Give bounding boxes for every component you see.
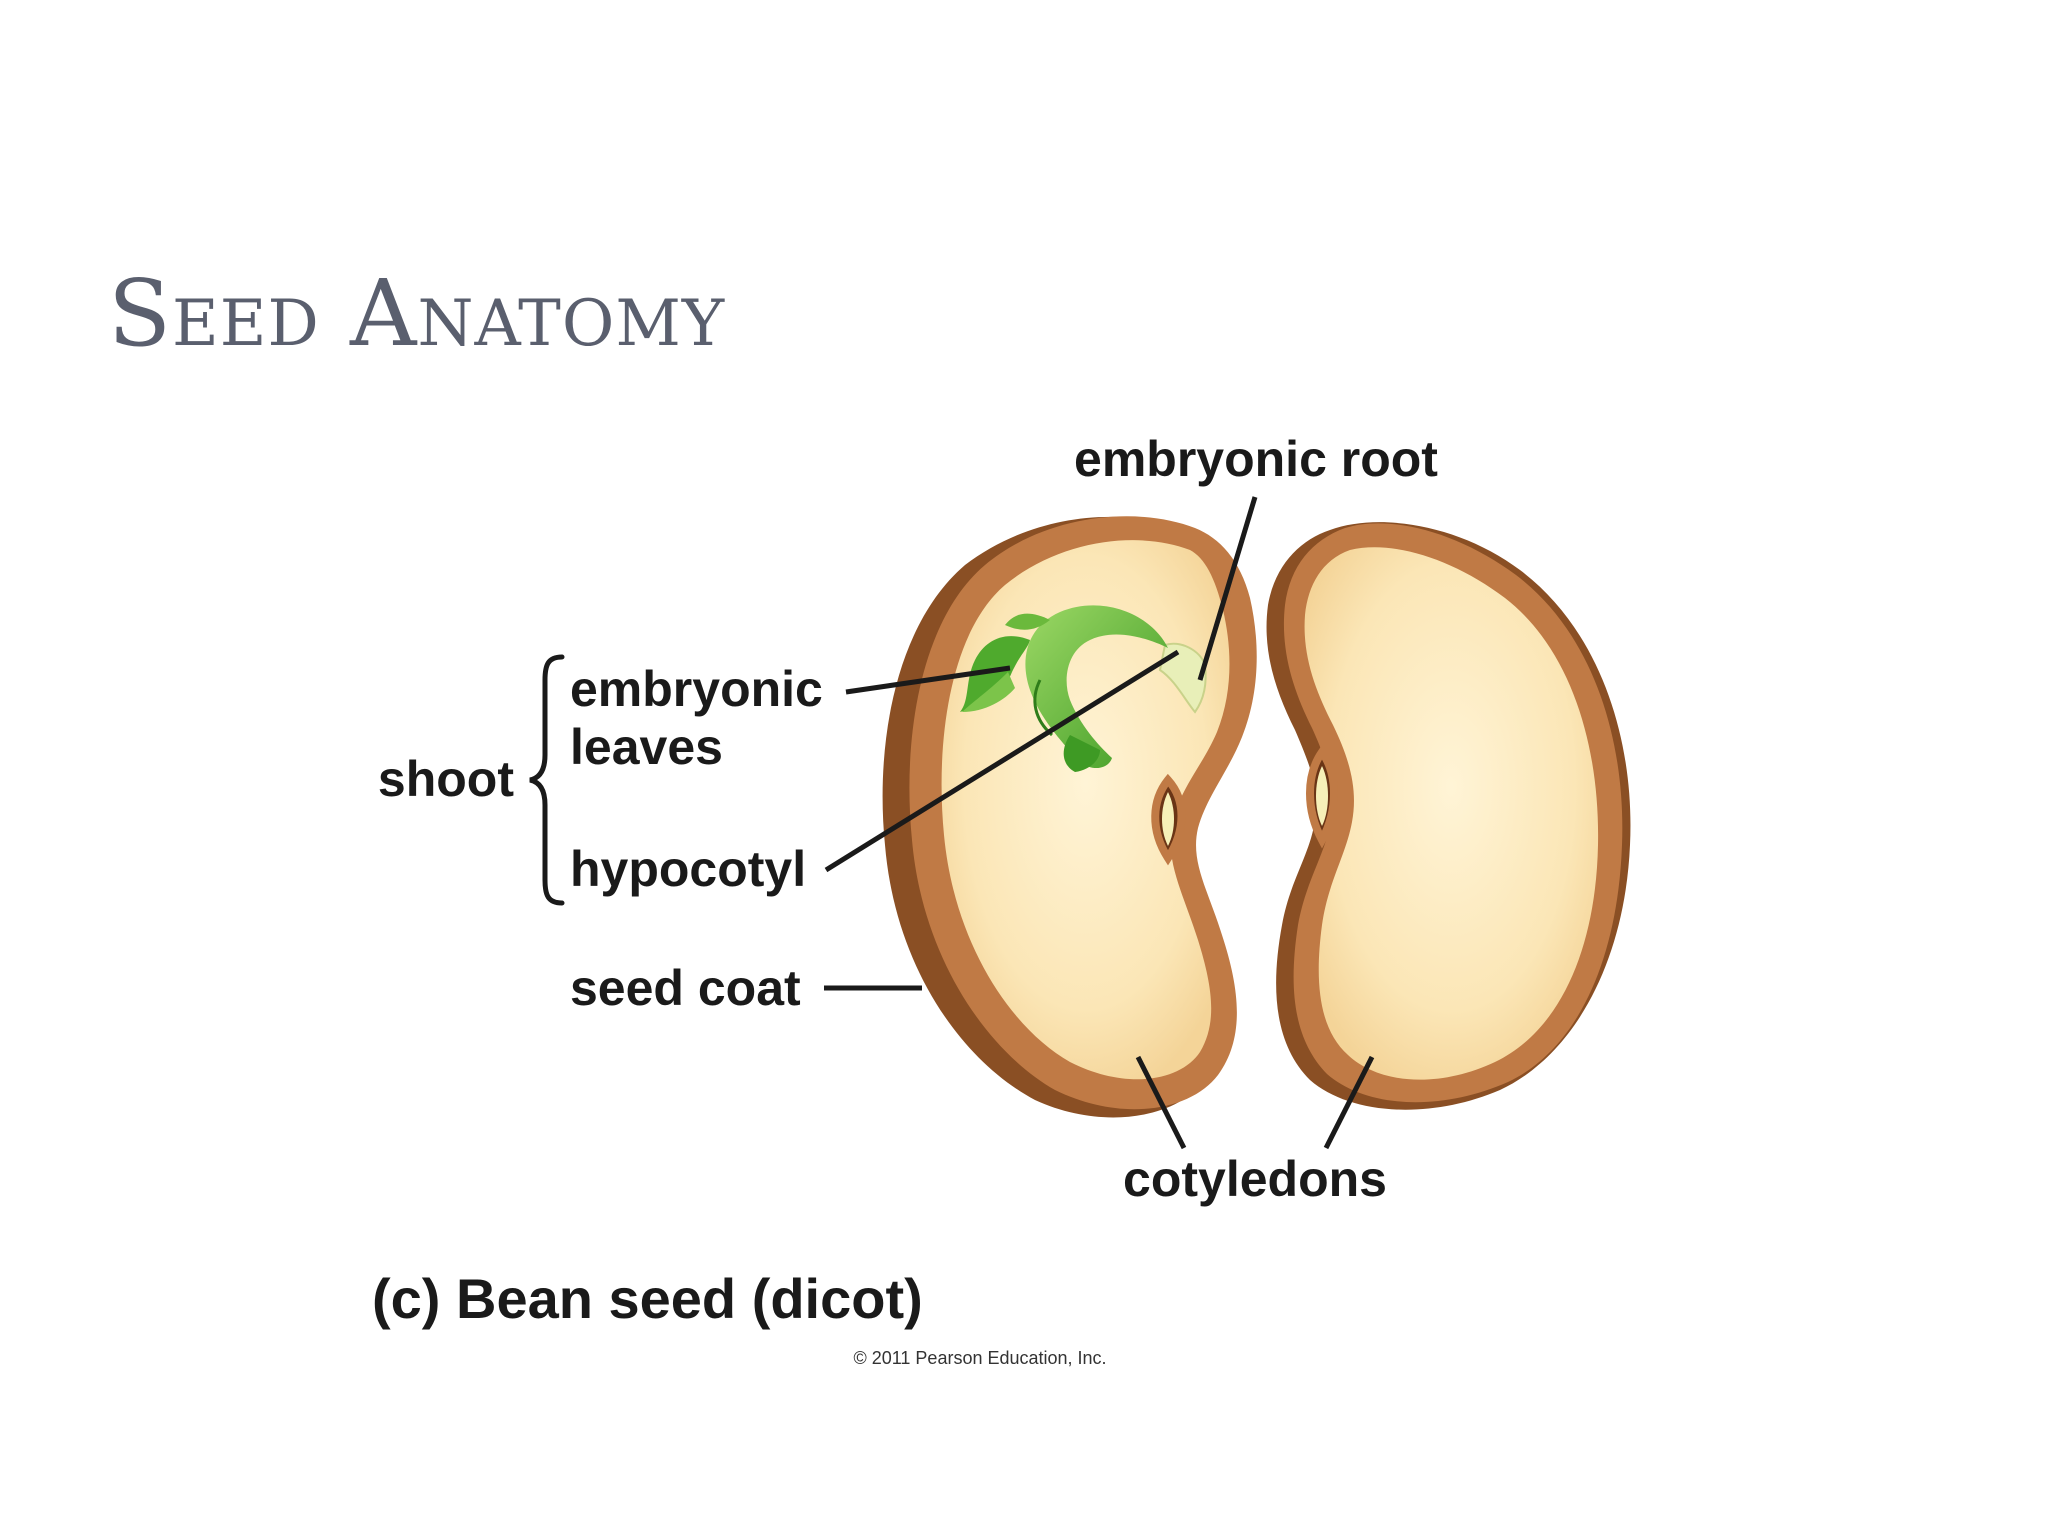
slide-title: Seed Anatomy xyxy=(108,260,726,367)
copyright-notice: © 2011 Pearson Education, Inc. xyxy=(853,1348,1106,1368)
embryonic-leaves xyxy=(960,605,1168,772)
leader-hypocotyl xyxy=(824,649,1180,873)
figure-caption: (c) Bean seed (dicot) xyxy=(372,1267,923,1330)
label-shoot: shoot xyxy=(378,751,514,807)
embryonic-root xyxy=(1158,642,1207,714)
label-hypocotyl: hypocotyl xyxy=(570,841,806,897)
shoot-brace xyxy=(529,654,565,906)
left-seed-half xyxy=(882,516,1257,1118)
leader-embryonic-root xyxy=(1197,496,1258,681)
leader-embryonic-leaves xyxy=(845,665,1011,695)
leader-cotyledon-left xyxy=(1135,1055,1187,1150)
label-cotyledons: cotyledons xyxy=(1123,1151,1387,1207)
label-embryonic-leaves-line1: embryonic xyxy=(570,661,823,717)
label-seed-coat: seed coat xyxy=(570,960,801,1016)
leader-cotyledon-right xyxy=(1323,1055,1375,1150)
right-cotyledon xyxy=(1304,547,1599,1080)
label-embryonic-leaves-line2: leaves xyxy=(570,719,723,775)
label-embryonic-root: embryonic root xyxy=(1074,431,1438,487)
left-cotyledon xyxy=(941,540,1230,1080)
right-seed-half xyxy=(1266,522,1631,1110)
